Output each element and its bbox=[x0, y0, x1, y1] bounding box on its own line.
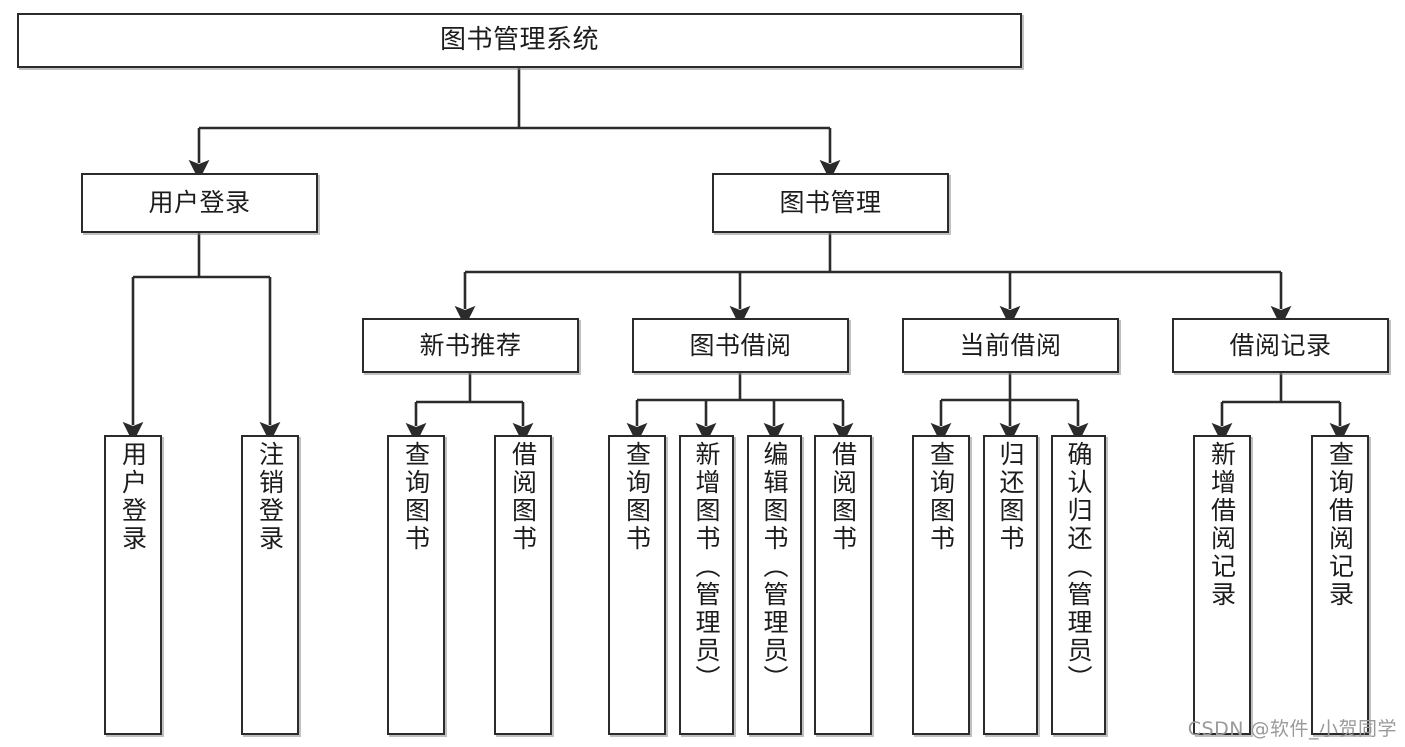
node-leaf-rec-borrow[interactable]: 借阅图书 bbox=[494, 435, 552, 735]
node-leaf-rec-search[interactable]: 查询借阅记录 bbox=[1311, 435, 1369, 735]
node-book-borrow[interactable]: 图书借阅 bbox=[632, 318, 849, 373]
node-borrow-record-label: 借阅记录 bbox=[1229, 330, 1332, 360]
node-leaf-rec-add-label: 新增借阅记录 bbox=[1207, 441, 1237, 609]
watermark: CSDN @软件_小贺同学 bbox=[1187, 718, 1397, 740]
node-leaf-borrow-add-label: 新增图书（管理员） bbox=[692, 441, 721, 693]
node-leaf-user-login-label: 用户登录 bbox=[118, 441, 148, 553]
node-root-label: 图书管理系统 bbox=[439, 24, 599, 55]
node-leaf-user-logout[interactable]: 注销登录 bbox=[241, 435, 299, 735]
node-book-borrow-label: 图书借阅 bbox=[689, 330, 792, 360]
node-current-borrow-label: 当前借阅 bbox=[959, 330, 1062, 360]
node-leaf-borrow-add[interactable]: 新增图书（管理员） bbox=[679, 435, 734, 735]
node-leaf-rec-query[interactable]: 查询图书 bbox=[387, 435, 445, 735]
node-leaf-rec-query-label: 查询图书 bbox=[401, 441, 431, 553]
node-leaf-cur-confirm-label: 确认归还（管理员） bbox=[1064, 441, 1093, 693]
node-leaf-rec-add[interactable]: 新增借阅记录 bbox=[1193, 435, 1251, 735]
node-user-login[interactable]: 用户登录 bbox=[81, 173, 318, 233]
node-leaf-cur-query-label: 查询图书 bbox=[926, 441, 956, 553]
node-new-book-rec-label: 新书推荐 bbox=[419, 330, 522, 360]
node-leaf-cur-return[interactable]: 归还图书 bbox=[983, 435, 1038, 735]
node-leaf-rec-borrow-label: 借阅图书 bbox=[508, 441, 538, 553]
node-user-login-label: 用户登录 bbox=[148, 188, 251, 217]
node-book-manage-label: 图书管理 bbox=[779, 188, 882, 217]
node-leaf-rec-search-label: 查询借阅记录 bbox=[1325, 441, 1355, 609]
node-leaf-cur-query[interactable]: 查询图书 bbox=[912, 435, 970, 735]
node-leaf-user-login[interactable]: 用户登录 bbox=[104, 435, 162, 735]
node-borrow-record[interactable]: 借阅记录 bbox=[1172, 318, 1389, 373]
node-leaf-cur-return-label: 归还图书 bbox=[996, 441, 1025, 553]
node-leaf-user-logout-label: 注销登录 bbox=[255, 441, 285, 553]
node-leaf-borrow-lend[interactable]: 借阅图书 bbox=[814, 435, 872, 735]
node-leaf-borrow-query[interactable]: 查询图书 bbox=[608, 435, 666, 735]
node-leaf-borrow-edit-label: 编辑图书（管理员） bbox=[760, 441, 789, 693]
node-book-manage[interactable]: 图书管理 bbox=[712, 173, 949, 233]
node-leaf-cur-confirm[interactable]: 确认归还（管理员） bbox=[1051, 435, 1106, 735]
node-root[interactable]: 图书管理系统 bbox=[17, 13, 1022, 68]
node-current-borrow[interactable]: 当前借阅 bbox=[902, 318, 1119, 373]
node-leaf-borrow-lend-label: 借阅图书 bbox=[828, 441, 858, 553]
node-new-book-rec[interactable]: 新书推荐 bbox=[362, 318, 579, 373]
node-leaf-borrow-query-label: 查询图书 bbox=[622, 441, 652, 553]
node-leaf-borrow-edit[interactable]: 编辑图书（管理员） bbox=[747, 435, 802, 735]
